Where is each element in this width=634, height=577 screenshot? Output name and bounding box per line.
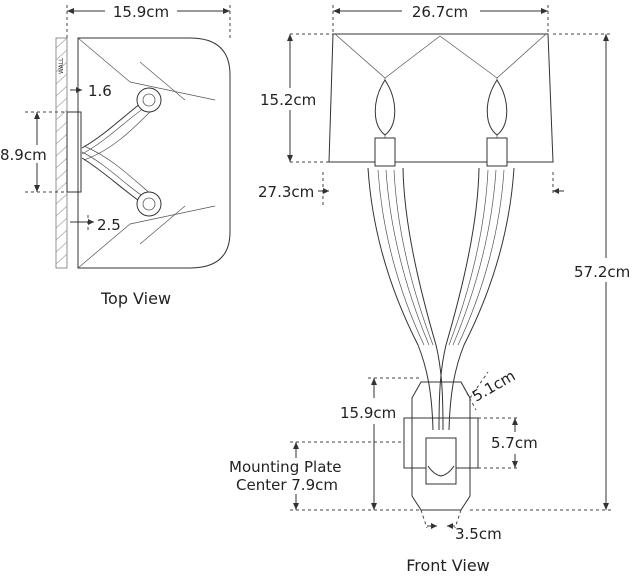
front-view-shade: [328, 33, 554, 163]
front-view-base-width-label: 3.5cm: [455, 525, 502, 543]
front-view-shade-bottom-width-label: 27.3cm: [258, 183, 314, 201]
front-view-bulb-right: [486, 79, 508, 136]
top-view-mounting-plate: [66, 111, 82, 193]
front-view-mounting-center-line1: Mounting Plate: [229, 458, 342, 476]
top-view-depth-b-label: 2.5: [97, 216, 121, 234]
top-view: 15.9cm WALL: [0, 2, 231, 308]
front-view-overall-height-label: 57.2cm: [574, 263, 630, 281]
front-view-shade-height-label: 15.2cm: [260, 91, 316, 109]
top-view-depth-a-label: 1.6: [88, 82, 112, 100]
front-view-arm-left: [367, 167, 434, 431]
front-view: 26.7cm: [229, 2, 630, 575]
front-view-base-height-label: 15.9cm: [340, 404, 396, 422]
front-view-mounting-center-line2: Center 7.9cm: [236, 476, 338, 494]
front-view-base-upper-label: 5.1cm: [469, 367, 518, 406]
top-view-caption: Top View: [100, 289, 171, 308]
front-view-caption: Front View: [406, 556, 490, 575]
wall-label: WALL: [58, 57, 65, 74]
front-view-shade-width-label: 26.7cm: [412, 3, 468, 21]
front-view-bulb-left: [374, 79, 396, 136]
front-view-plate-height-label: 5.7cm: [491, 434, 538, 452]
top-view-candle-cup-lower: [136, 191, 162, 217]
top-view-candle-cup-upper: [136, 87, 162, 113]
top-view-plate-height-label: 8.9cm: [0, 146, 47, 164]
top-view-width-label: 15.9cm: [113, 3, 169, 21]
top-view-shade-outline: [77, 37, 231, 269]
front-view-arm-right: [448, 167, 515, 431]
